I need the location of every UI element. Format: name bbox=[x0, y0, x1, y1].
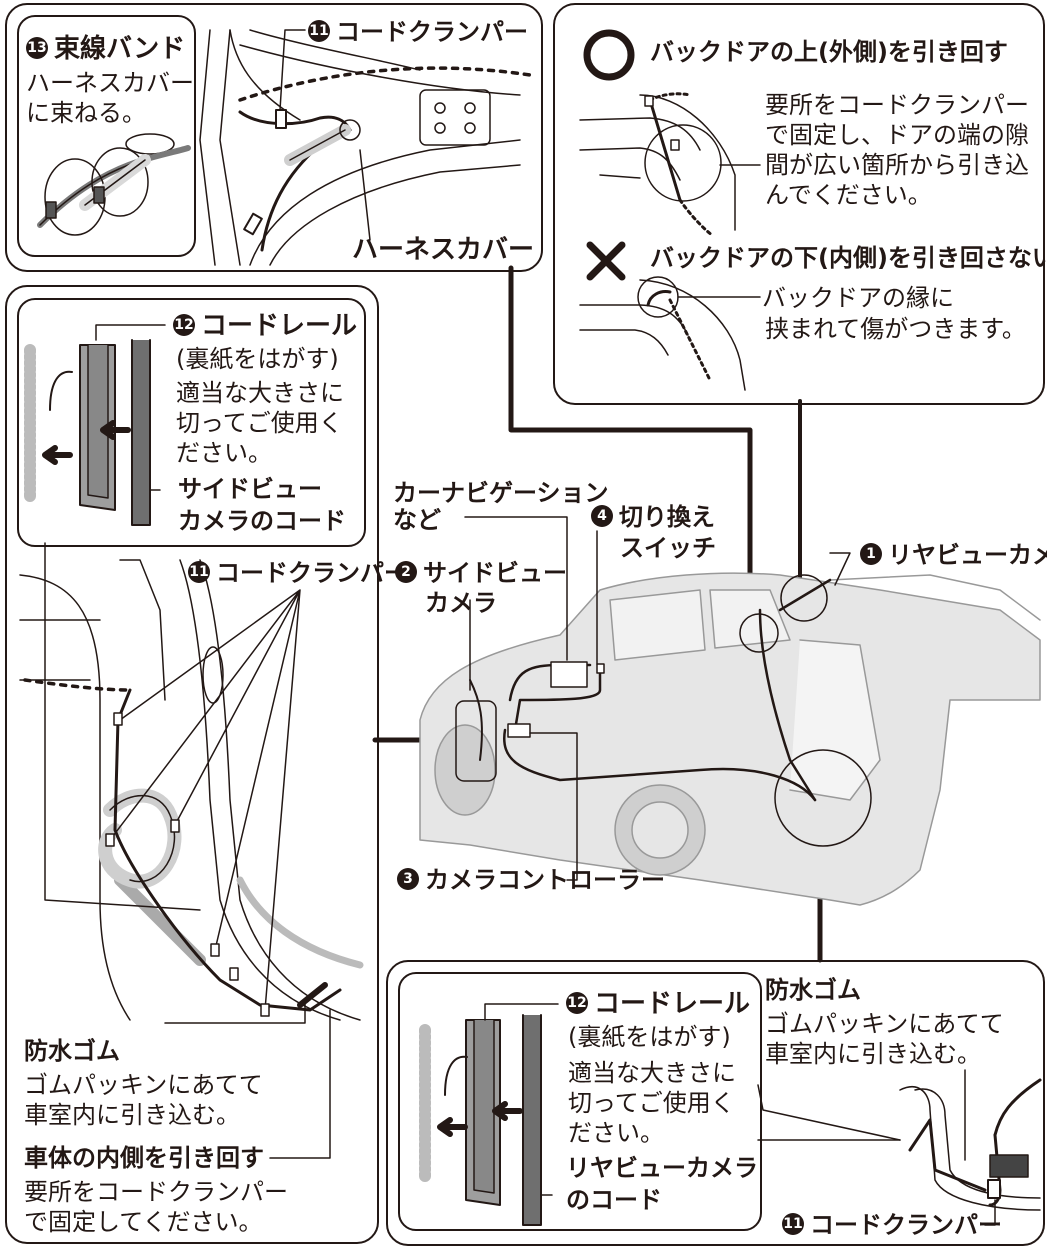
route-inside-text-2: で固定してください。 bbox=[24, 1208, 263, 1236]
ng-text-1: バックドアの縁に bbox=[762, 284, 954, 312]
ng-title: バックドアの下(内側)を引き回さない bbox=[650, 244, 1047, 272]
cord-rail-bottom-text-1: 適当な大きさに bbox=[568, 1059, 736, 1087]
callout-number-1: 1 bbox=[860, 543, 882, 565]
waterproof-bottom-text-2: 車室内に引き込む。 bbox=[765, 1040, 981, 1068]
backdoor-ng-illustration bbox=[579, 276, 761, 391]
ng-text-2: 挟まれて傷がつきます。 bbox=[765, 315, 1026, 343]
route-inside-text-1: 要所をコードクランパー bbox=[24, 1178, 288, 1206]
ok-text-2: で固定し、ドアの端の隙 bbox=[765, 121, 1029, 149]
waterproof-left-text-1: ゴムパッキンにあてて bbox=[24, 1071, 263, 1099]
panel-cord-rail-left-inset bbox=[17, 298, 366, 547]
cord-rail-left-illustration bbox=[24, 324, 166, 526]
car-illustration bbox=[419, 572, 1041, 906]
callout-number-12: 12 bbox=[173, 313, 195, 336]
side-camera-label-2: カメラ bbox=[425, 589, 497, 617]
panel-cord-rail-bottom-inset bbox=[398, 972, 762, 1231]
cord-rail-bottom-cord-1: リヤビューカメラ bbox=[566, 1154, 758, 1182]
callout-number-4: 4 bbox=[591, 505, 613, 527]
ok-text-3: 間が広い箇所から引き込 bbox=[765, 151, 1029, 179]
cord-rail-bottom-sub: (裏紙をはがす) bbox=[568, 1023, 731, 1051]
tie-band-text-2: に束ねる。 bbox=[26, 99, 146, 127]
cord-rail-bottom-cord-2: のコード bbox=[566, 1186, 662, 1214]
callout-number-3: 3 bbox=[397, 868, 419, 890]
harness-cover-label: ハーネスカバー bbox=[352, 235, 535, 265]
cord-rail-left-cord-2: カメラのコード bbox=[178, 507, 346, 535]
callout-number-11: 11 bbox=[188, 561, 210, 583]
ok-circle-icon bbox=[583, 29, 635, 81]
ok-title: バックドアの上(外側)を引き回す bbox=[650, 38, 1008, 66]
route-inside-title: 車体の内側を引き回す bbox=[24, 1144, 264, 1172]
cord-rail-left-text-3: ださい。 bbox=[176, 439, 272, 467]
cord-rail-left-text-2: 切ってご使用く bbox=[176, 409, 343, 437]
cord-rail-bottom-text-3: ださい。 bbox=[568, 1119, 664, 1147]
ok-text-4: んでください。 bbox=[765, 181, 932, 209]
switch-label-2: スイッチ bbox=[620, 534, 716, 562]
rear-camera-label: 1リヤビューカメラ bbox=[860, 540, 1047, 571]
cord-rail-left-sub: (裏紙をはがす) bbox=[176, 345, 339, 373]
callout-number-2: 2 bbox=[395, 561, 417, 583]
cord-rail-bottom-text-2: 切ってご使用く bbox=[568, 1089, 735, 1117]
rear-door-seal-illustration bbox=[899, 1069, 1042, 1226]
waterproof-bottom-text-1: ゴムパッキンにあてて bbox=[765, 1010, 1004, 1038]
waterproof-left-title: 防水ゴム bbox=[24, 1037, 120, 1065]
ok-text-1: 要所をコードクランパー bbox=[765, 91, 1029, 119]
backdoor-ok-illustration bbox=[579, 92, 761, 237]
cord-rail-left-text-1: 適当な大きさに bbox=[176, 379, 344, 407]
callout-number-12: 12 bbox=[566, 991, 588, 1014]
callout-number-11: 11 bbox=[782, 1213, 804, 1235]
waterproof-bottom-title: 防水ゴム bbox=[765, 976, 861, 1004]
callout-number-11: 11 bbox=[308, 20, 330, 42]
tie-band-illustration bbox=[37, 133, 191, 236]
side-door-illustration bbox=[19, 542, 364, 1159]
waterproof-left-text-2: 車室内に引き込む。 bbox=[24, 1101, 240, 1129]
callout-number-13: 13 bbox=[26, 36, 48, 59]
navi-label-1: カーナビゲーション bbox=[393, 479, 609, 507]
tie-band-text-1: ハーネスカバー bbox=[26, 69, 194, 97]
navi-label-2: など bbox=[393, 506, 441, 534]
cord-rail-bottom-illustration bbox=[419, 1003, 901, 1226]
backdoor-hinge-illustration bbox=[199, 29, 532, 266]
cord-rail-left-cord-1: サイドビュー bbox=[178, 475, 322, 503]
